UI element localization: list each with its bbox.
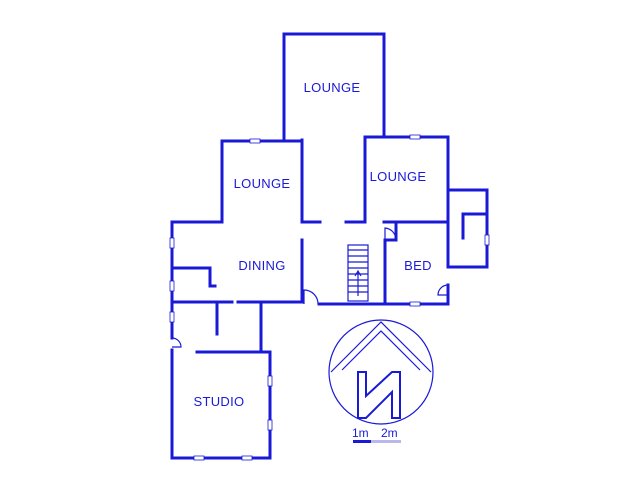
room-label-dining: DINING [238,258,285,273]
scale-label-2m: 2m [381,426,398,440]
room-label-lounge-top: LOUNGE [304,80,361,95]
room-label-lounge-right: LOUNGE [370,169,427,184]
room-label-studio: STUDIO [194,394,245,409]
walls [170,32,489,460]
room-labels: LOUNGE LOUNGE LOUNGE DINING BED STUDIO [194,80,432,409]
windows [169,134,490,461]
scale-bar: 1m 2m [352,426,401,443]
stairs [347,244,369,302]
scale-label-1m: 1m [352,426,369,440]
north-compass-icon [328,319,434,425]
room-label-bed: BED [404,258,432,273]
room-label-lounge-left: LOUNGE [234,176,291,191]
doors [171,227,449,348]
